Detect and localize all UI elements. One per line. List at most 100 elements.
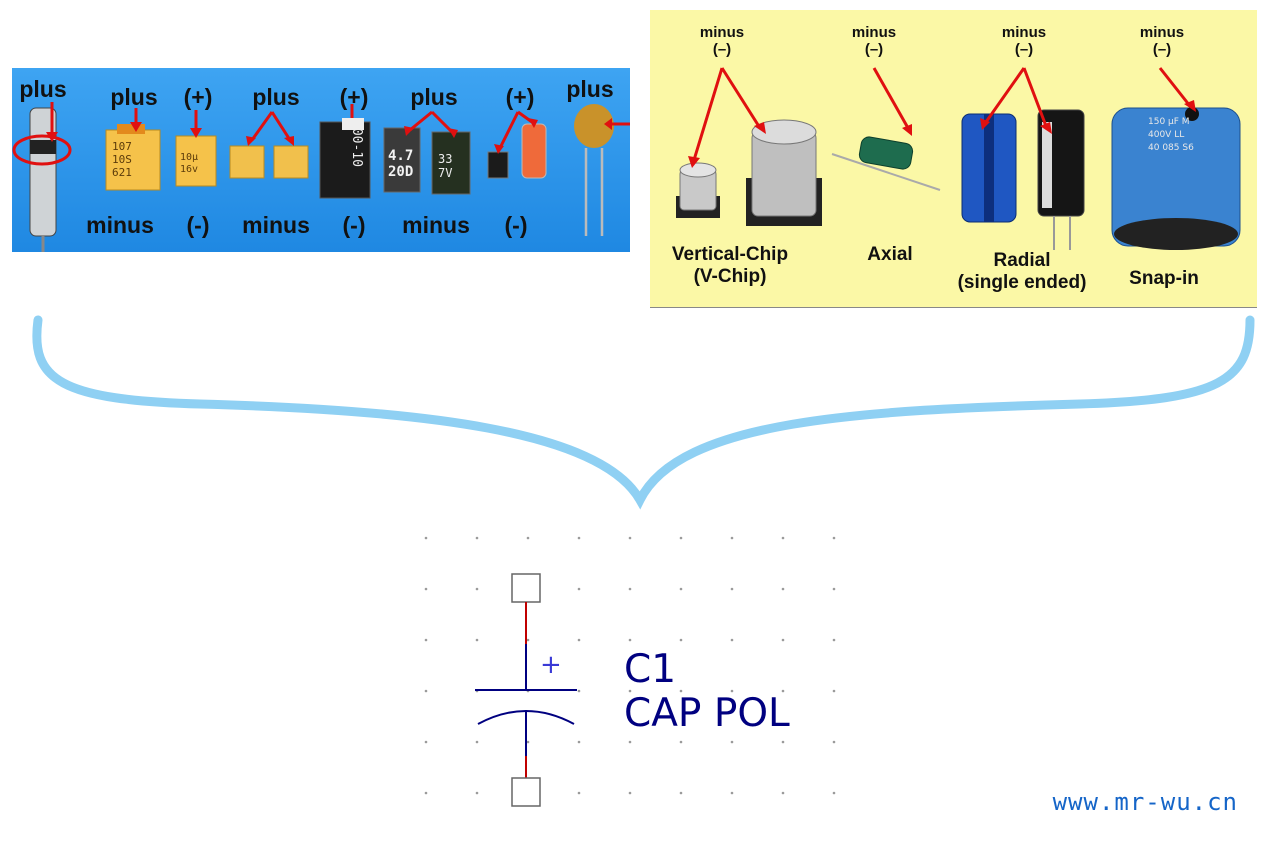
grid-dot <box>475 638 479 642</box>
arrow-vchip <box>692 67 762 161</box>
minus-label-radial: minus (–) <box>1002 24 1046 59</box>
grid-dot <box>832 638 836 642</box>
label-minus-2: minus <box>242 212 310 238</box>
label-plus-sign-1: (+) <box>183 84 213 110</box>
grid-dot <box>832 536 836 540</box>
minus-sign: (–) <box>1152 41 1172 59</box>
minus-sign: (–) <box>1014 41 1034 59</box>
grid-dot <box>832 587 836 591</box>
type-label-radial: Radial (single ended) <box>958 250 1087 294</box>
type-subname: (single ended) <box>957 271 1087 293</box>
label-plus-sign-3: (+) <box>505 84 535 110</box>
tantalum-bead <box>574 104 614 148</box>
grid-dot <box>679 638 683 642</box>
polarity-plus-sign: + <box>540 650 562 680</box>
vchip-large-top <box>751 119 817 145</box>
grid-dot <box>424 638 428 642</box>
grid-dot <box>475 791 479 795</box>
grid-dot <box>526 638 530 642</box>
snapin-line-2: 400V LL <box>1148 130 1185 140</box>
chip-1-line-3: 621 <box>112 166 132 179</box>
polarized-capacitor-schematic: + C1 CAP POL <box>400 520 860 820</box>
curly-brace <box>32 315 1255 510</box>
grid-dot <box>730 791 734 795</box>
minus-label-snapin: minus (–) <box>1140 24 1184 59</box>
minus-word: minus <box>1139 24 1185 41</box>
chip-3-marking: 100-10 <box>349 120 364 167</box>
label-plus-sign-2: (+) <box>339 84 369 110</box>
right-arrowheads <box>688 100 1196 168</box>
arrow-4 <box>250 111 292 141</box>
radial-black-stripe <box>1042 122 1052 208</box>
grid-dot <box>424 791 428 795</box>
type-name: Snap-in <box>1129 268 1199 289</box>
snapin-marking: 150 µF M 400V LL 40 085 S6 <box>1148 116 1194 155</box>
grid-dot <box>730 536 734 540</box>
pin-1-pad <box>511 573 541 603</box>
axial-lead <box>831 153 941 191</box>
label-plus-5: plus <box>566 76 614 102</box>
grid-dot <box>475 536 479 540</box>
arrow-axial <box>872 67 910 129</box>
orange-mini-capacitor <box>521 123 547 179</box>
grid-dot <box>679 791 683 795</box>
component-designator: C1 <box>624 647 677 692</box>
black-chip-capacitor <box>319 121 371 199</box>
grid-dot <box>730 638 734 642</box>
type-subname: (V-Chip) <box>693 265 767 287</box>
grid-dot <box>577 587 581 591</box>
grid-dot <box>577 536 581 540</box>
dark-chip-a <box>383 127 421 193</box>
minus-sign: (–) <box>864 41 884 59</box>
grid-dot <box>832 740 836 744</box>
grid-dot <box>577 689 581 693</box>
chip-2-line-1: 10µ <box>180 152 199 163</box>
chip-1-line-2: 10S <box>112 153 132 166</box>
pin-2-pad <box>511 777 541 807</box>
tantalum-chip-3a <box>229 145 265 179</box>
tantalum-chip-2 <box>175 135 217 187</box>
grid-dot <box>781 689 785 693</box>
minus-sign: (–) <box>712 41 732 59</box>
grid-dot <box>781 740 785 744</box>
smd-capacitor-photo-panel: 107 10S 621 10µ 16v 100-10 4.7 20D 33 7V… <box>12 68 630 252</box>
brace-path <box>32 315 1255 510</box>
type-label-snapin: Snap-in <box>1129 268 1199 290</box>
grid-dot <box>679 536 683 540</box>
polarity-circle <box>12 134 72 166</box>
chip-5-line-1: 33 <box>438 152 453 166</box>
grid-dot <box>781 791 785 795</box>
grid-dot <box>628 587 632 591</box>
chip-2-marking: 10µ 16v <box>180 152 198 176</box>
chip-1-marking: 107 10S 621 <box>112 140 132 179</box>
left-arrowheads <box>46 118 612 154</box>
vchip-small-top <box>679 162 717 178</box>
vchip-large-can <box>751 131 817 217</box>
snapin-line-1: 150 µF M <box>1148 117 1190 127</box>
type-name: Axial <box>867 244 913 265</box>
grid-dot <box>577 740 581 744</box>
grid-dot <box>679 740 683 744</box>
label-minus-sign-3: (-) <box>504 212 528 238</box>
minus-word: minus <box>851 24 897 41</box>
grid-dot <box>628 638 632 642</box>
radial-blue-stripe <box>984 114 994 222</box>
type-name: Radial <box>993 250 1051 271</box>
schematic-drawing <box>424 536 836 807</box>
left-arrows <box>50 102 630 149</box>
grid-dot <box>628 536 632 540</box>
tantalum-chip-1 <box>105 129 161 191</box>
chip-4-line-1: 4.7 <box>388 148 414 164</box>
label-plus-3: plus <box>252 84 300 110</box>
grid-dot <box>628 689 632 693</box>
polarity-band <box>30 140 56 154</box>
label-minus-1: minus <box>86 212 154 238</box>
label-plus-1: plus <box>19 76 67 102</box>
minus-label-axial: minus (–) <box>852 24 896 59</box>
grid-dot <box>832 689 836 693</box>
grid-dot <box>628 791 632 795</box>
arrow-snapin <box>1158 67 1192 107</box>
minus-word: minus <box>1001 24 1047 41</box>
label-minus-sign-2: (-) <box>342 212 366 238</box>
tantalum-chip-3b <box>273 145 309 179</box>
